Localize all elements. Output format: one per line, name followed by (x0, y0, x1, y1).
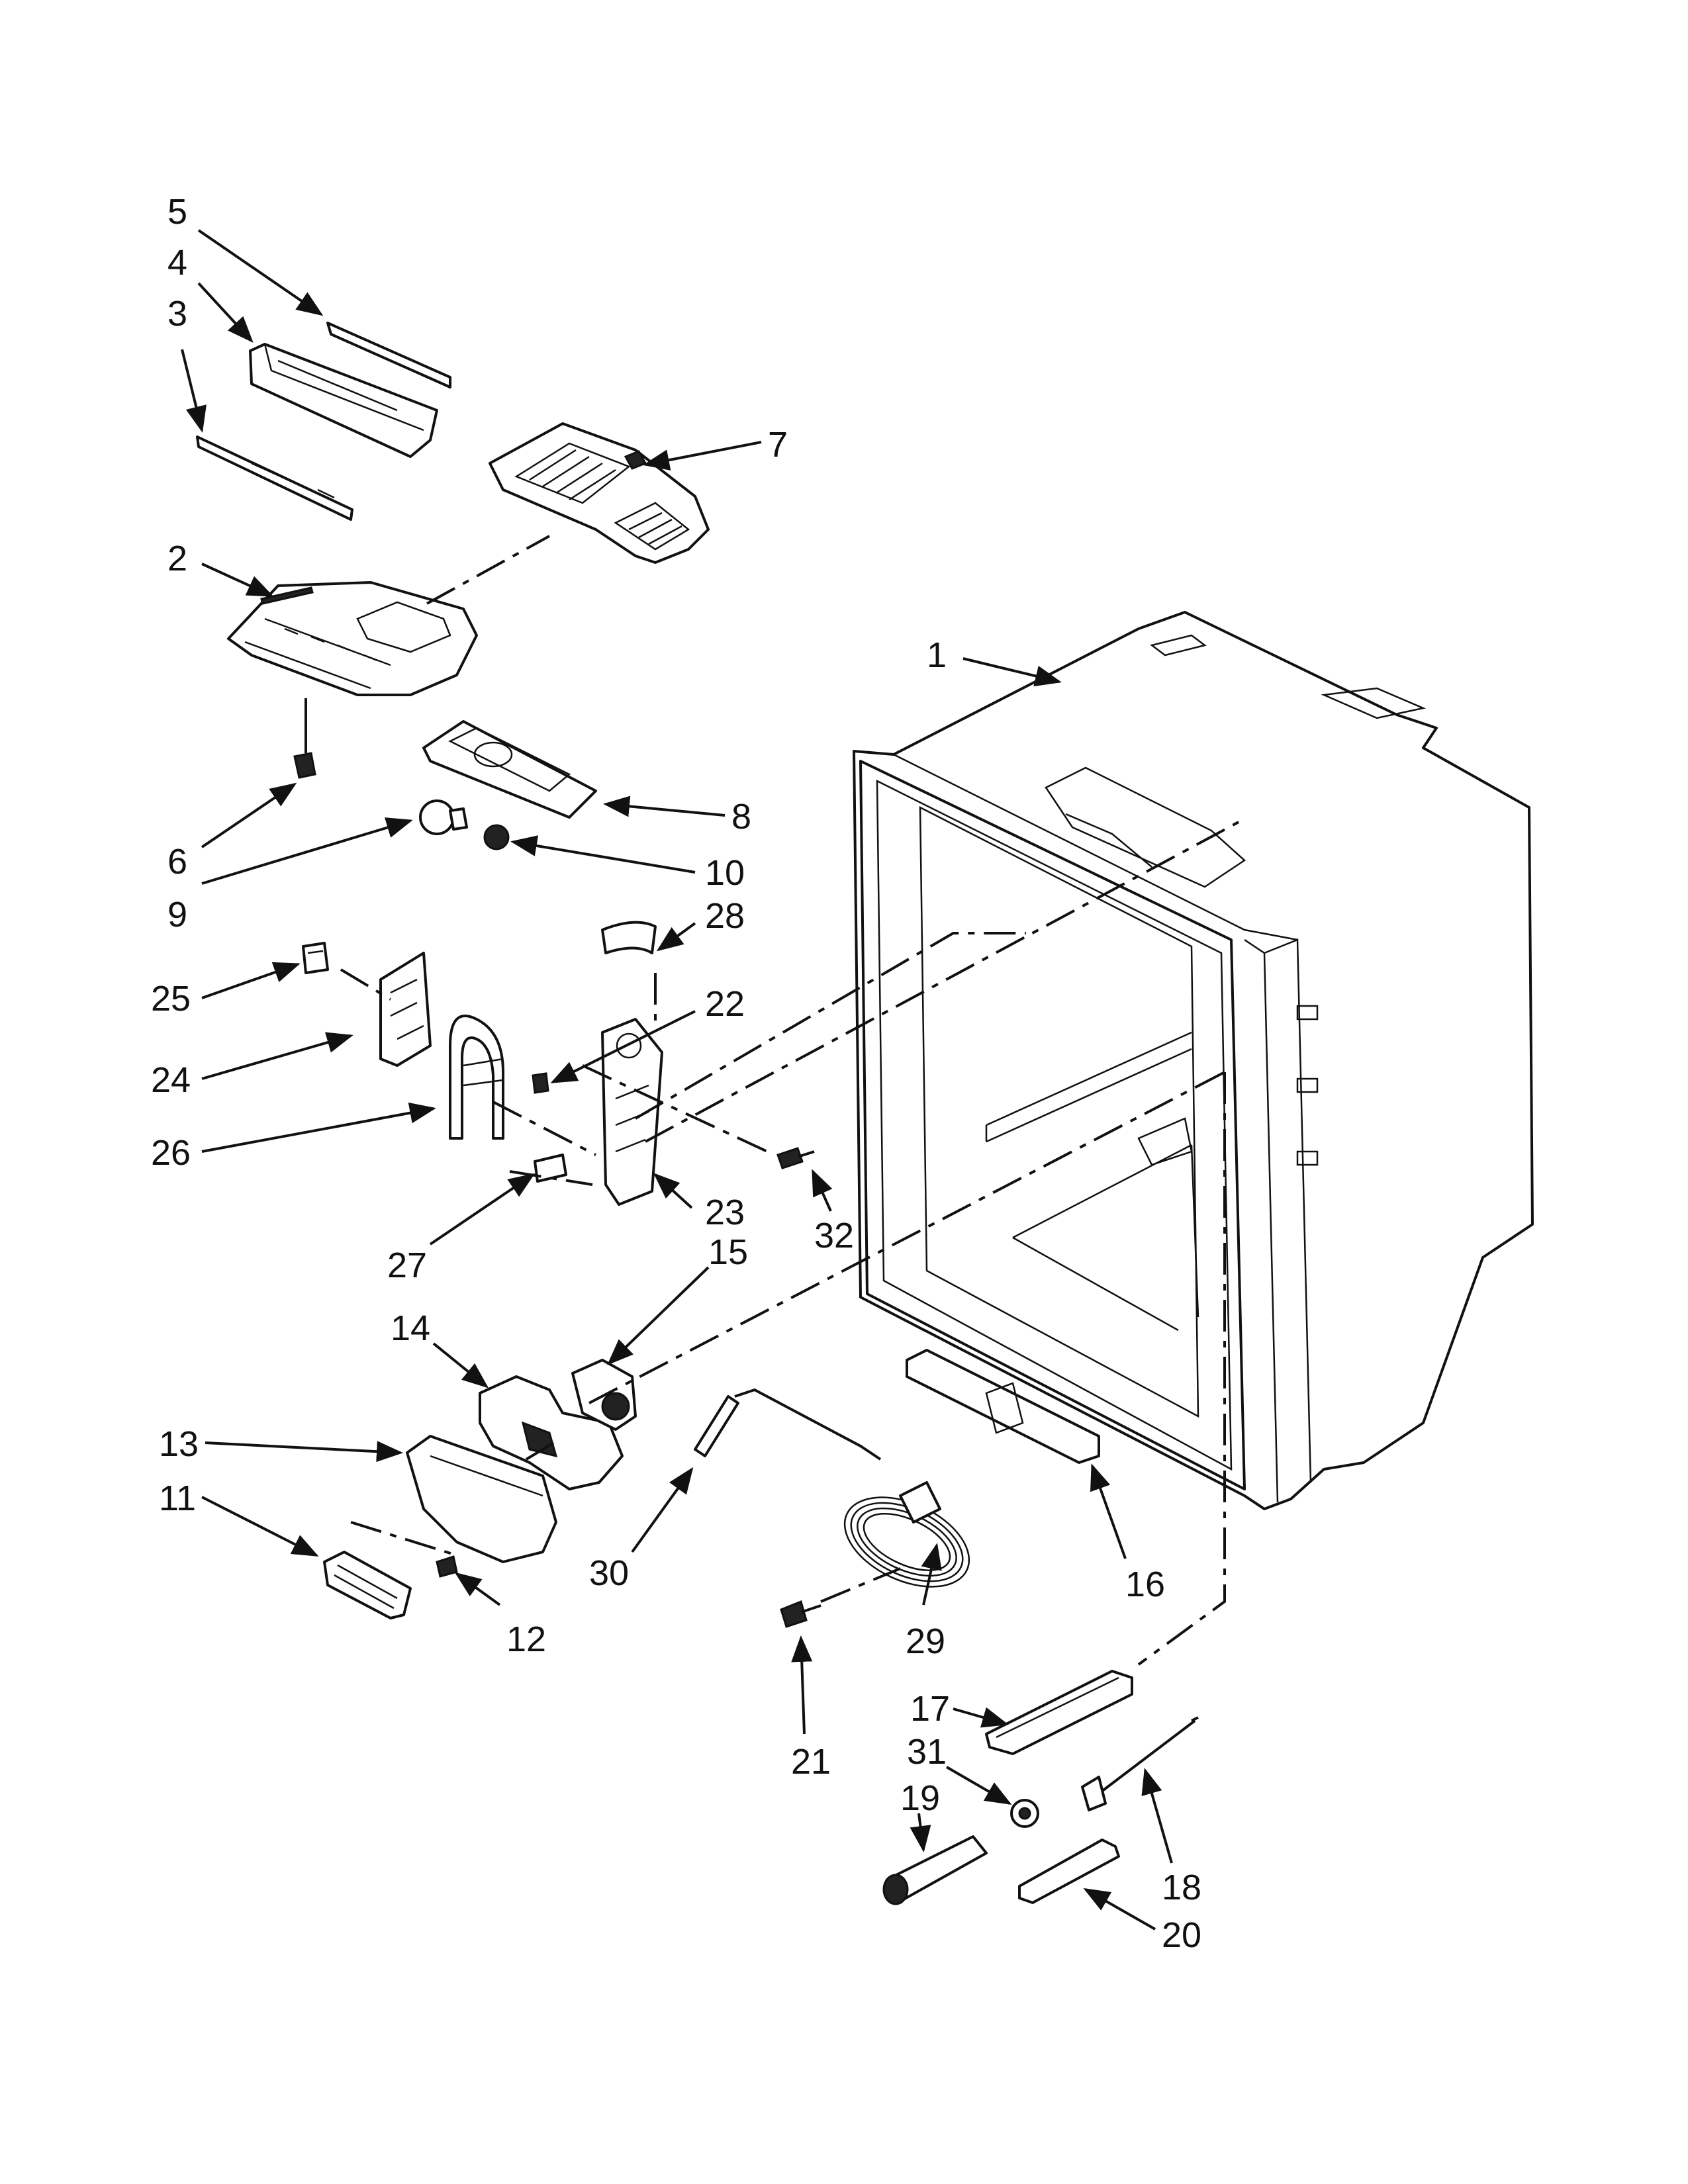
part-13-drawer-front (406, 1435, 557, 1563)
part-31-nut (1010, 1799, 1039, 1828)
part-2-light-housing (227, 581, 478, 696)
callout-29: 29 (906, 1621, 945, 1661)
part-17-tray (985, 1670, 1133, 1755)
part-22-clip (532, 1072, 549, 1094)
part-20-rail (1018, 1839, 1120, 1904)
part-23-air-duct (601, 1018, 663, 1206)
callout-21: 21 (791, 1742, 831, 1782)
callout-10: 10 (705, 853, 745, 893)
callout-25: 25 (151, 979, 191, 1019)
part-24-control-mount (379, 952, 432, 1067)
part-16-bracket (906, 1349, 1100, 1464)
part-21-screw (780, 1600, 821, 1628)
part-1-refrigerator-liner (853, 611, 1534, 1510)
callout-arrows (181, 229, 1173, 1931)
assembly-leader-lines (340, 535, 1242, 1666)
part-29-heater-coil (843, 1481, 970, 1588)
callout-labels: 1 2 3 4 5 6 7 8 9 10 11 12 13 14 15 16 1… (151, 192, 1201, 1955)
callout-24: 24 (151, 1060, 191, 1100)
callout-14: 14 (391, 1308, 430, 1348)
callout-27: 27 (387, 1246, 427, 1285)
part-26-water-tube (449, 1015, 504, 1140)
part-9-light-bulb (419, 799, 468, 835)
callout-31: 31 (907, 1732, 947, 1772)
part-8-lamp-housing (422, 720, 597, 819)
callout-22: 22 (705, 984, 745, 1024)
part-5-control-board (326, 322, 451, 388)
part-7-light-cover (489, 422, 710, 564)
callout-1: 1 (927, 635, 947, 675)
callout-5: 5 (167, 192, 187, 232)
part-19-cylinder (882, 1835, 988, 1905)
callout-28: 28 (705, 896, 745, 936)
part-6-switch (293, 698, 316, 779)
part-32-screw (776, 1147, 815, 1169)
callout-7: 7 (768, 425, 788, 465)
part-4-control-housing (249, 343, 438, 458)
callout-17: 17 (910, 1689, 950, 1729)
callout-13: 13 (159, 1424, 199, 1464)
callout-9: 9 (167, 895, 187, 934)
callout-20: 20 (1162, 1915, 1201, 1955)
part-25-bracket (302, 942, 329, 974)
callout-23: 23 (705, 1193, 745, 1232)
callout-30: 30 (589, 1553, 629, 1593)
callout-15: 15 (708, 1232, 748, 1272)
callout-12: 12 (506, 1619, 546, 1659)
callout-18: 18 (1162, 1868, 1201, 1907)
callout-3: 3 (167, 294, 187, 334)
callout-11: 11 (159, 1479, 196, 1518)
callout-6: 6 (167, 842, 187, 882)
callout-32: 32 (814, 1216, 854, 1255)
callout-16: 16 (1125, 1565, 1165, 1604)
part-11-grille (323, 1551, 412, 1619)
part-28-gasket (601, 921, 657, 954)
callout-2: 2 (167, 539, 187, 578)
part-10-lamp-socket (483, 824, 510, 850)
part-30-tube (694, 1388, 882, 1461)
callout-4: 4 (167, 243, 187, 283)
part-18-probe (1081, 1716, 1199, 1811)
part-12-screw (436, 1555, 458, 1578)
part-3-overlay-strip (196, 435, 353, 521)
callout-26: 26 (151, 1133, 191, 1173)
callout-8: 8 (731, 797, 751, 837)
callout-19: 19 (900, 1778, 940, 1818)
